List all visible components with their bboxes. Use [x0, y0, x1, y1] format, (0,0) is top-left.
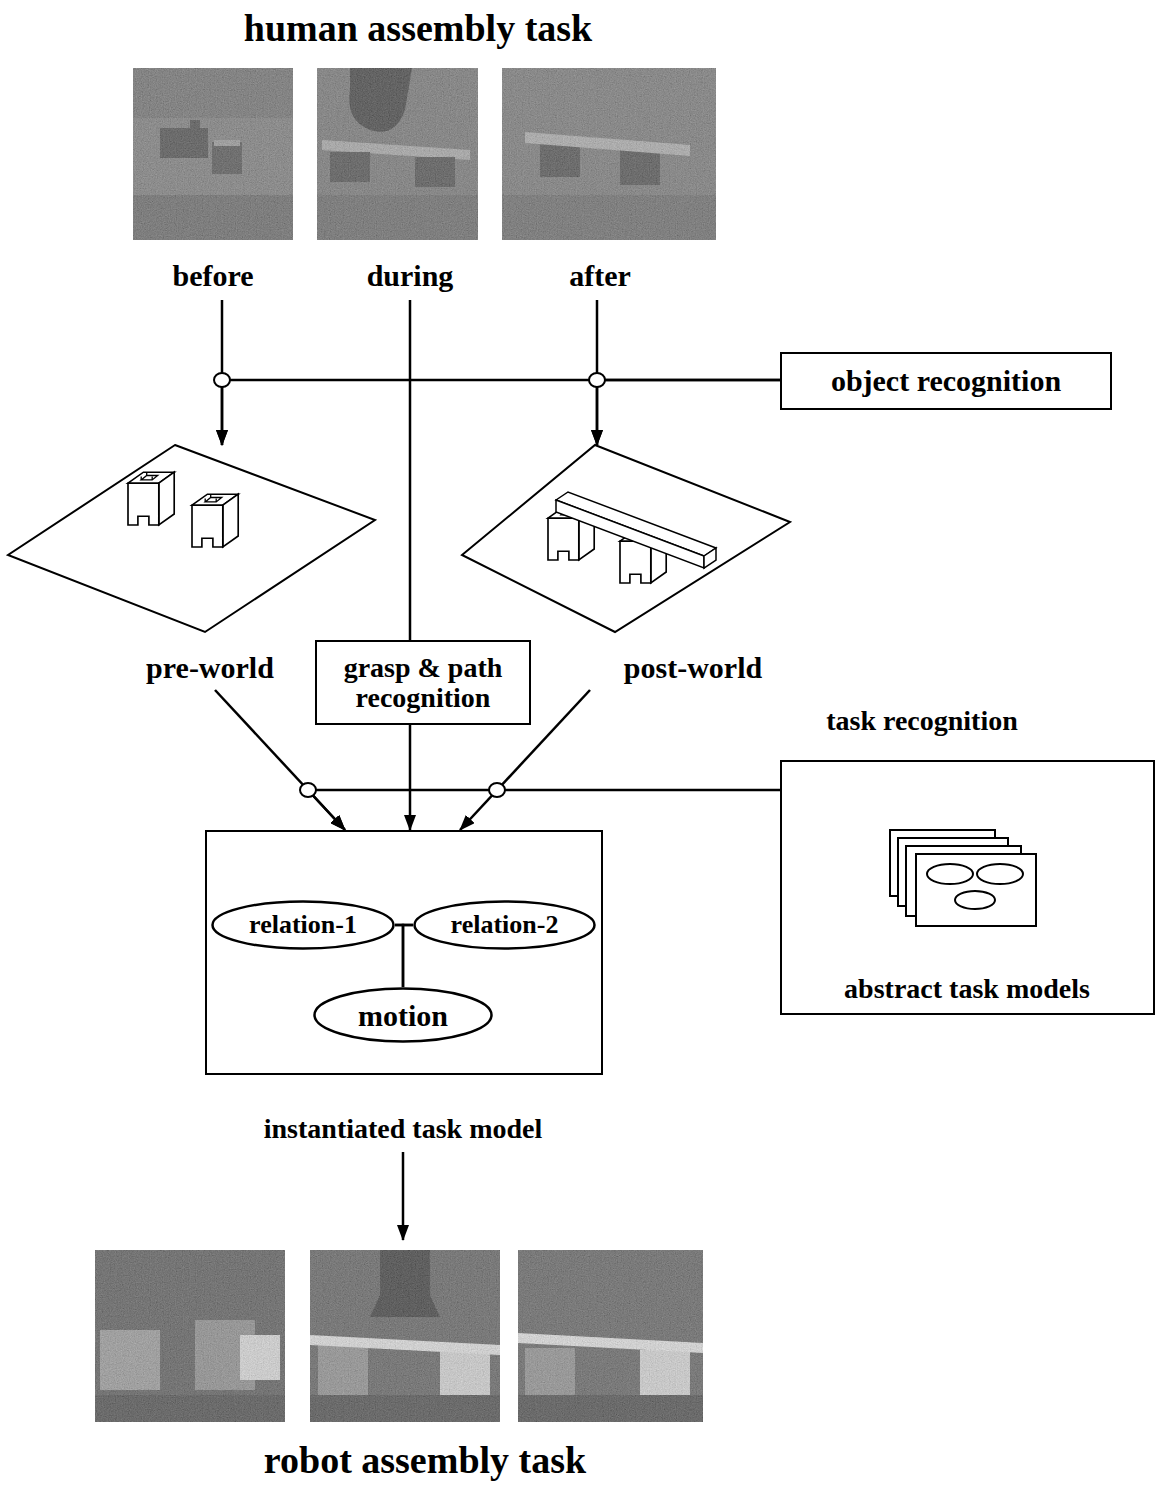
shape-rect: [317, 68, 478, 240]
connector: [403, 925, 413, 987]
shape-rect: [95, 1250, 285, 1422]
shape-polygon: [8, 445, 375, 632]
connector: [597, 380, 780, 445]
relation-ellipse: relation-1: [211, 900, 395, 950]
task-model-box: instantiated task model relation-1 relatio…: [205, 830, 603, 1150]
shape-use: [128, 472, 174, 525]
shape-polygon: [556, 492, 716, 556]
shape-rect: [518, 1250, 703, 1422]
shape-ellipse: [927, 864, 973, 884]
task-recognition-box: task recognition abstract task models: [780, 700, 1155, 1015]
shape-ellipse: [214, 373, 230, 387]
shape-ellipse: [589, 373, 605, 387]
diagram-title: human assembly task: [244, 8, 592, 50]
shape-polygon: [462, 445, 790, 632]
label-slot: abstract task models: [747, 972, 1167, 1006]
output-arrow: [402, 1152, 405, 1240]
heading-slot: human assembly task: [118, 8, 718, 50]
node-label: pre-world: [146, 650, 274, 686]
shape-rect: [310, 1250, 500, 1422]
node-label: instantiated task model: [264, 1112, 542, 1146]
label-slot: post-world: [473, 650, 913, 686]
node-label: during: [367, 258, 454, 294]
connector: [409, 300, 412, 640]
shape-rect: [502, 68, 716, 240]
connector: [409, 725, 412, 830]
shape-ellipse: [955, 891, 995, 909]
junction-dots: [214, 373, 605, 797]
pre-world-scene: [8, 445, 375, 632]
node-label: after: [569, 258, 631, 294]
node-label: grasp & path recognition: [327, 653, 519, 712]
shape-ellipse: [977, 864, 1023, 884]
node-label: task recognition: [826, 704, 1018, 738]
label-slot: instantiated task model: [183, 1112, 623, 1146]
node-label: abstract task models: [844, 972, 1090, 1006]
photo-during: [317, 68, 478, 240]
motion-ellipse: motion: [313, 987, 493, 1043]
ellipse-shape: [213, 902, 394, 949]
photo-node: after: [502, 68, 716, 300]
ellipse-shape: [415, 902, 595, 949]
photo-before: [133, 68, 293, 240]
process-box: object recognition: [780, 352, 1112, 410]
label-slot: task recognition: [702, 704, 1142, 738]
connector: [308, 790, 780, 830]
shape-ellipse: [489, 783, 505, 797]
shape-polygon: [556, 500, 704, 568]
shape-rect: [133, 68, 293, 240]
shape-rect: [310, 1250, 500, 1422]
node-label: object recognition: [831, 365, 1061, 397]
heading-slot: robot assembly task: [125, 1440, 725, 1482]
photo-robot-2: [310, 1250, 500, 1422]
shape-g: [215, 300, 780, 987]
node-label: before: [172, 258, 253, 294]
photo-robot-1: [95, 1250, 285, 1422]
shape-ellipse: [300, 783, 316, 797]
shape-rect: [518, 1250, 703, 1422]
ellipse-shape: [315, 989, 492, 1042]
connector: [222, 380, 780, 445]
world-model: post-world: [462, 445, 790, 690]
node-label: motion: [358, 999, 448, 1032]
relation-ellipse: relation-2: [413, 900, 596, 950]
shape-use: [192, 494, 238, 547]
shape-rect: [95, 1250, 285, 1422]
shape-rect: [502, 68, 716, 240]
photo-after: [502, 68, 716, 240]
shape-rect: [916, 854, 1036, 926]
node-label: post-world: [624, 650, 762, 686]
shape-polygon: [704, 548, 716, 568]
photo-robot-3: [518, 1250, 703, 1422]
diagram-caption: robot assembly task: [264, 1440, 586, 1482]
post-world-scene: [462, 445, 790, 632]
process-box: grasp & path recognition: [315, 640, 531, 725]
photo-node: before: [133, 68, 293, 300]
photo-node: during: [317, 68, 478, 300]
node-label: relation-2: [451, 911, 559, 940]
node-label: relation-1: [249, 911, 357, 940]
shape-rect: [317, 68, 478, 240]
shape-rect: [133, 68, 293, 240]
label-slot: during: [190, 258, 630, 294]
task-model-cards: [890, 830, 1036, 926]
